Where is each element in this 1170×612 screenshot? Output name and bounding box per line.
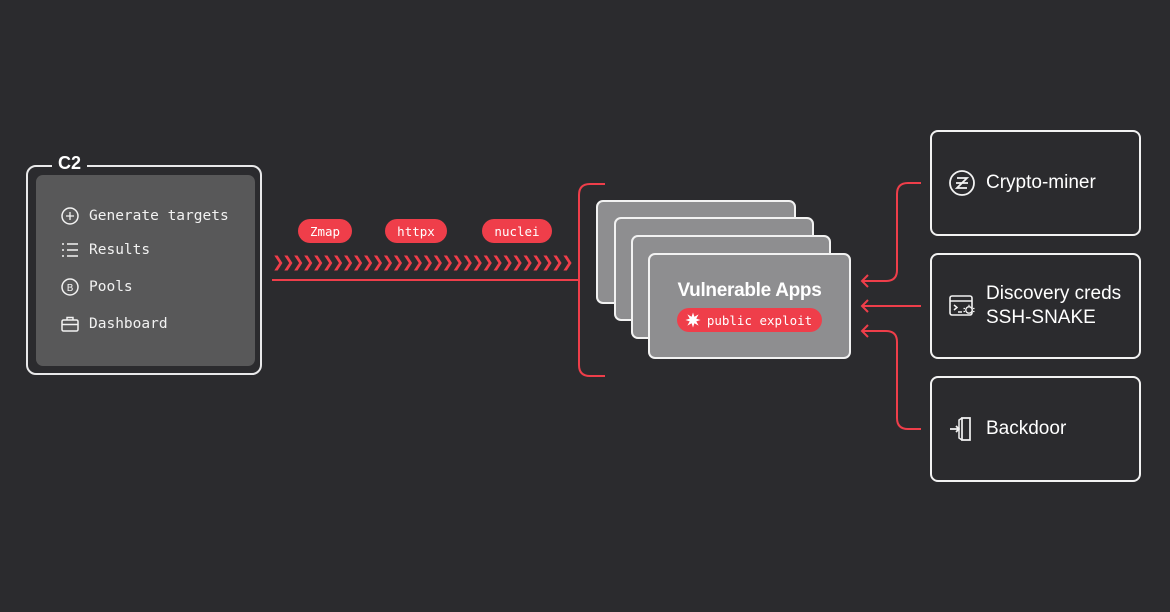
- tool-tag-httpx: httpx: [385, 219, 447, 243]
- menu-item-pools[interactable]: B Pools: [60, 276, 133, 298]
- briefcase-icon: [61, 316, 79, 332]
- payload-label: Crypto-miner: [986, 172, 1096, 193]
- c2-menu-panel: [36, 175, 255, 366]
- payload-label: Discovery creds: [986, 283, 1122, 304]
- tool-tag-nuclei: nuclei: [482, 219, 552, 243]
- menu-item-label: Dashboard: [89, 316, 168, 332]
- menu-item-label: Generate targets: [89, 208, 229, 224]
- c2-title: C2: [52, 152, 88, 174]
- vulnerable-apps-title: Vulnerable Apps: [677, 280, 822, 301]
- public-exploit-label: public exploit: [706, 312, 813, 328]
- flow-chevrons: ❯❯❯❯❯❯❯❯❯❯❯❯❯❯❯❯❯❯❯❯❯❯❯❯❯❯❯❯❯❯❯❯❯❯❯❯❯❯❯❯: [272, 253, 572, 271]
- menu-item-results[interactable]: Results: [60, 239, 150, 261]
- bitcoin-icon: B: [61, 278, 79, 296]
- c2-panel: [26, 165, 262, 375]
- menu-item-label: Pools: [89, 279, 133, 295]
- payload-backdoor: Backdoor: [930, 376, 1141, 482]
- payload-crypto-miner: Crypto-miner: [930, 130, 1141, 236]
- crypto-coin-icon: [949, 170, 975, 196]
- crosshair-icon: [61, 207, 79, 225]
- door-enter-icon: [950, 417, 971, 441]
- payload-discovery-creds: Discovery creds SSH-SNAKE: [930, 253, 1141, 359]
- menu-item-dashboard[interactable]: Dashboard: [60, 313, 168, 335]
- explosion-icon: [685, 312, 701, 328]
- payload-label: Backdoor: [986, 418, 1067, 439]
- menu-item-label: Results: [89, 242, 151, 258]
- svg-text:B: B: [67, 283, 74, 294]
- menu-item-generate-targets[interactable]: Generate targets: [60, 205, 229, 227]
- payload-sublabel: SSH-SNAKE: [986, 307, 1096, 328]
- vulnerable-apps-card: Vulnerable Apps public exploit: [648, 253, 851, 359]
- list-icon: [62, 243, 78, 257]
- tool-tag-zmap: Zmap: [298, 219, 352, 243]
- terminal-bug-icon: [949, 295, 975, 316]
- public-exploit-badge: public exploit: [676, 308, 823, 332]
